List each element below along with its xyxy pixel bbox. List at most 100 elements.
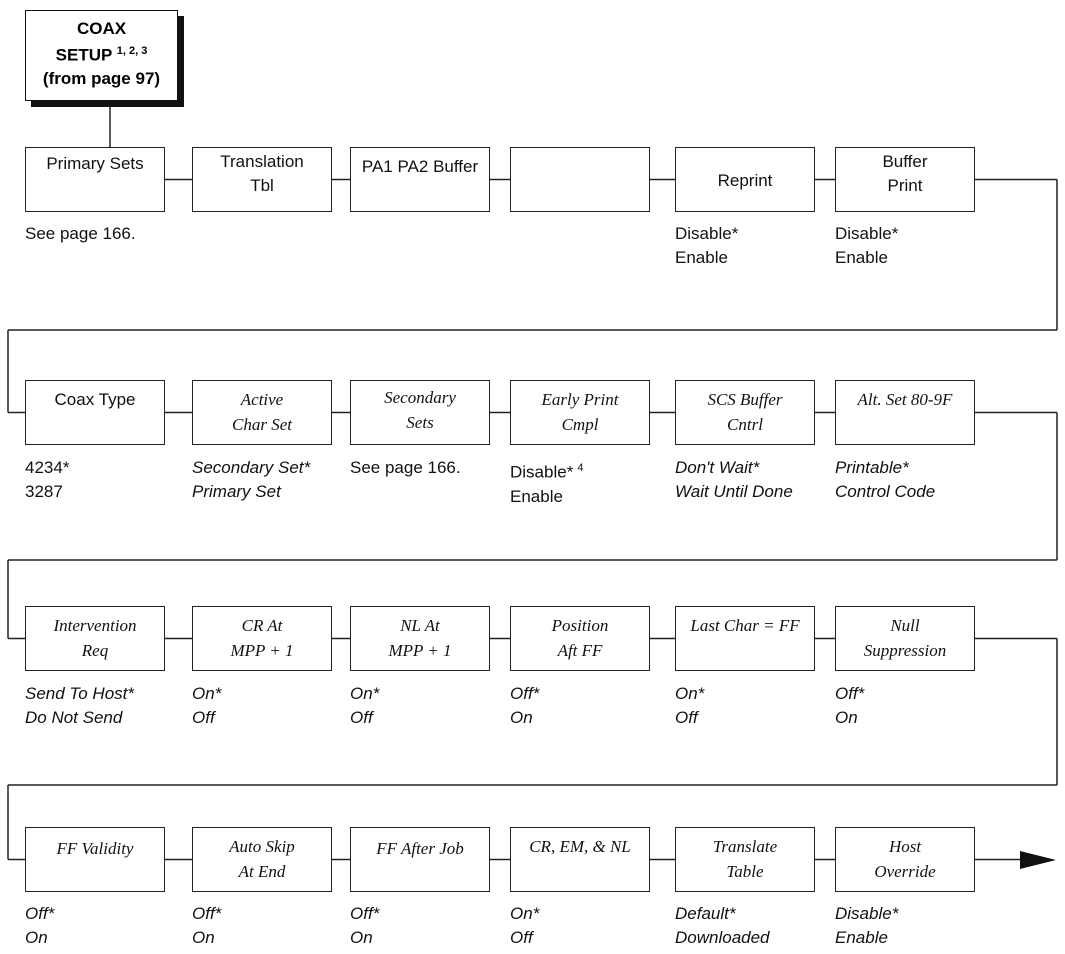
menu-box-options: Off*On xyxy=(25,902,54,950)
option-value: On* xyxy=(510,904,540,923)
menu-box-label-line: Coax Type xyxy=(54,390,136,409)
menu-box-r3-c5: Last Char = FF xyxy=(675,606,815,671)
menu-box-label-line: Active xyxy=(240,390,284,409)
option-value: 4234* xyxy=(25,458,70,477)
option-value: Enable xyxy=(510,486,563,506)
menu-box-r2-c1: Coax Type xyxy=(25,380,165,445)
option-value: Disable* xyxy=(835,904,899,923)
option-value: Control Code xyxy=(835,482,936,501)
option-value: Send To Host* xyxy=(25,684,134,703)
menu-box-label-line: Print xyxy=(887,176,923,195)
menu-box-r4-c3: FF After Job xyxy=(350,827,490,892)
menu-box-options: On*Off xyxy=(350,682,379,730)
option-value: Off xyxy=(192,708,215,727)
option-value: On xyxy=(350,928,373,947)
option-value: Don't Wait* xyxy=(675,458,760,477)
option-value: Enable xyxy=(675,248,728,267)
option-value: On xyxy=(835,708,858,727)
menu-box-label-line: Position xyxy=(551,616,609,635)
menu-box-label-line: Alt. Set 80-9F xyxy=(857,390,953,409)
option-value: Off xyxy=(675,708,698,727)
menu-box-label-line: Override xyxy=(874,862,936,881)
menu-box-options: See page 166. xyxy=(350,456,461,480)
menu-box-label-line: Table xyxy=(726,862,764,881)
menu-box-label-line: NL At xyxy=(400,616,440,635)
option-value: Secondary Set* xyxy=(192,458,311,477)
menu-box-label-line: SCS Buffer xyxy=(707,390,783,409)
menu-box-r2-c6: Alt. Set 80-9F xyxy=(835,380,975,445)
menu-box-label-line: Translate xyxy=(712,837,778,856)
menu-box-r1-c5: Reprint xyxy=(675,147,815,212)
menu-box-options: On* Off xyxy=(192,682,221,730)
menu-box-r1-c4 xyxy=(510,147,650,212)
menu-box-label-line: Translation xyxy=(220,152,304,171)
option-value: Downloaded xyxy=(675,928,770,947)
option-value: Off xyxy=(350,708,373,727)
menu-box-options: Disable* Enable xyxy=(675,222,738,270)
menu-box-label-line: Last Char = FF xyxy=(690,616,800,635)
option-value: Off* xyxy=(25,904,55,923)
menu-box-label-line: Buffer xyxy=(882,152,928,171)
menu-box-options: See page 166. xyxy=(25,222,136,246)
menu-box-label-line: Host xyxy=(888,837,922,856)
menu-box-label-line: FF Validity xyxy=(56,839,134,858)
option-value-with-note: Disable*4 xyxy=(510,456,583,485)
menu-box-label-line: Secondary xyxy=(384,388,456,407)
option-value: Off* xyxy=(510,684,540,703)
menu-box-r4-c1: FF Validity xyxy=(25,827,165,892)
menu-box-label-line: Primary Sets xyxy=(46,154,144,173)
menu-box-label-line: At End xyxy=(238,862,286,881)
menu-box-options: On* Off xyxy=(510,902,539,950)
menu-box-options: Off* On xyxy=(835,682,864,730)
menu-box-label-line: Tbl xyxy=(250,176,274,195)
menu-box-label-line: Cntrl xyxy=(727,415,763,434)
menu-box-label-line: Suppression xyxy=(863,641,947,660)
option-value: Printable* xyxy=(835,458,909,477)
option-value: Off* xyxy=(192,904,222,923)
option-value: Wait Until Done xyxy=(675,482,793,501)
menu-box-options: Send To Host*Do Not Send xyxy=(25,682,134,730)
option-value: Enable xyxy=(835,248,888,267)
title-line-2: SETUP 1, 2, 3 xyxy=(55,45,148,65)
menu-box-label-line: Intervention xyxy=(53,616,137,635)
menu-box-options: Off*On xyxy=(192,902,221,950)
option-value: On* xyxy=(192,684,222,703)
option-value: See page 166. xyxy=(350,458,461,477)
menu-box-r3-c3: NL At MPP + 1 xyxy=(350,606,490,671)
menu-box-options: 4234* 3287 xyxy=(25,456,69,504)
option-value: Default* xyxy=(675,904,736,923)
menu-box-options: Off* On xyxy=(510,682,539,730)
title-line-1: COAX xyxy=(76,19,127,38)
option-value: On xyxy=(510,708,533,727)
option-value: Enable xyxy=(835,928,888,947)
option-value: Off xyxy=(510,928,533,947)
option-value: Off* xyxy=(835,684,865,703)
menu-box-label-line: MPP + 1 xyxy=(388,641,452,660)
menu-box-label-line: Early Print xyxy=(541,390,619,409)
menu-box-label-line: Char Set xyxy=(232,415,292,434)
menu-box-options: Default* Downloaded xyxy=(675,902,770,950)
menu-box-options: Disable* Enable xyxy=(835,902,898,950)
menu-box-r1-c1: Primary Sets xyxy=(25,147,165,212)
option-value: 3287 xyxy=(25,482,63,501)
menu-box-label-line: Sets xyxy=(406,413,434,432)
menu-box-label-line: Reprint xyxy=(717,171,773,190)
option-value: Disable* xyxy=(675,224,739,243)
menu-box-label-line: Aft FF xyxy=(557,641,603,660)
